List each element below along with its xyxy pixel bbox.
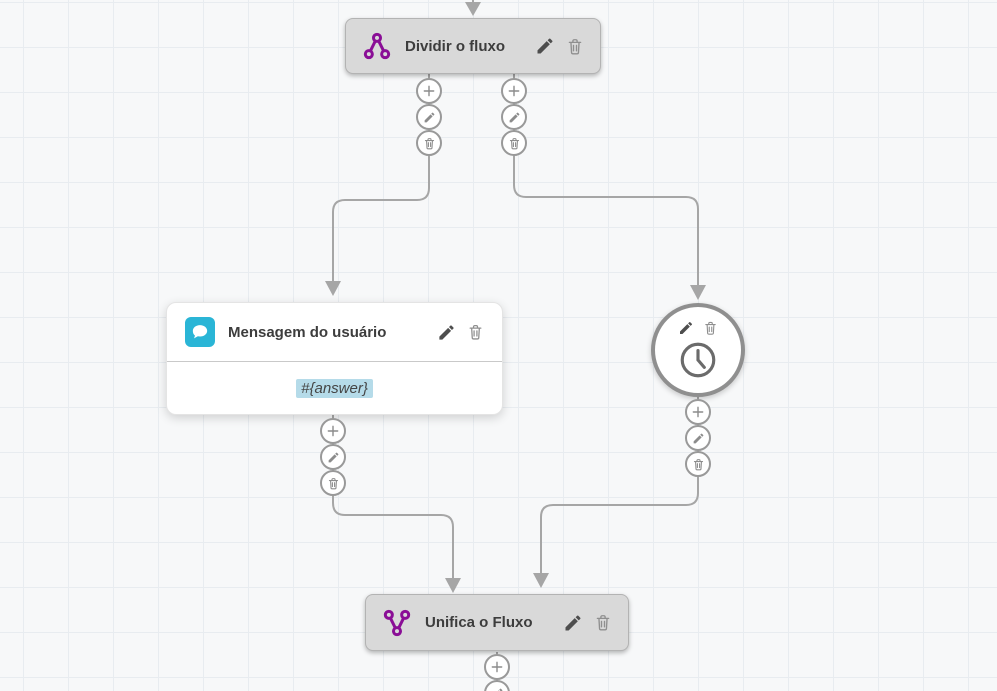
merge-flow-icon [382,609,412,637]
plus-icon[interactable] [685,399,711,425]
chat-bubble-icon [185,317,215,347]
connector-split-to-message [325,74,430,296]
plus-icon[interactable] [484,654,510,680]
plus-icon[interactable] [416,78,442,104]
trash-icon[interactable] [416,130,442,156]
node-title: Dividir o fluxo [405,37,506,55]
pencil-icon[interactable] [685,425,711,451]
node-user-message[interactable]: Mensagem do usuário #{answer} [166,302,503,415]
trash-icon[interactable] [467,323,484,341]
plus-icon[interactable] [320,418,346,444]
pencil-icon[interactable] [563,613,583,633]
connector-split-to-timer [513,74,706,300]
pencil-icon[interactable] [535,36,555,56]
pencil-icon[interactable] [678,320,694,336]
node-timer[interactable] [651,303,745,397]
node-split-flow[interactable]: Dividir o fluxo [345,18,601,74]
pencil-icon[interactable] [416,104,442,130]
node-title: Unifica o Fluxo [425,614,533,631]
split-flow-icon [362,32,392,60]
node-title: Mensagem do usuário [228,323,387,341]
connector-into-split [465,0,481,16]
plus-icon[interactable] [501,78,527,104]
connector-timer-to-merge [533,397,699,588]
trash-icon[interactable] [594,613,612,632]
variable-chip: #{answer} [296,378,373,398]
trash-icon[interactable] [685,451,711,477]
pencil-icon[interactable] [437,323,456,342]
node-merge-flow[interactable]: Unifica o Fluxo [365,594,629,651]
pencil-icon[interactable] [501,104,527,130]
connector-message-to-merge [332,415,461,593]
trash-icon[interactable] [566,37,584,56]
trash-icon[interactable] [320,470,346,496]
trash-icon[interactable] [703,320,718,336]
clock-icon [677,339,719,381]
trash-icon[interactable] [501,130,527,156]
pencil-icon[interactable] [320,444,346,470]
